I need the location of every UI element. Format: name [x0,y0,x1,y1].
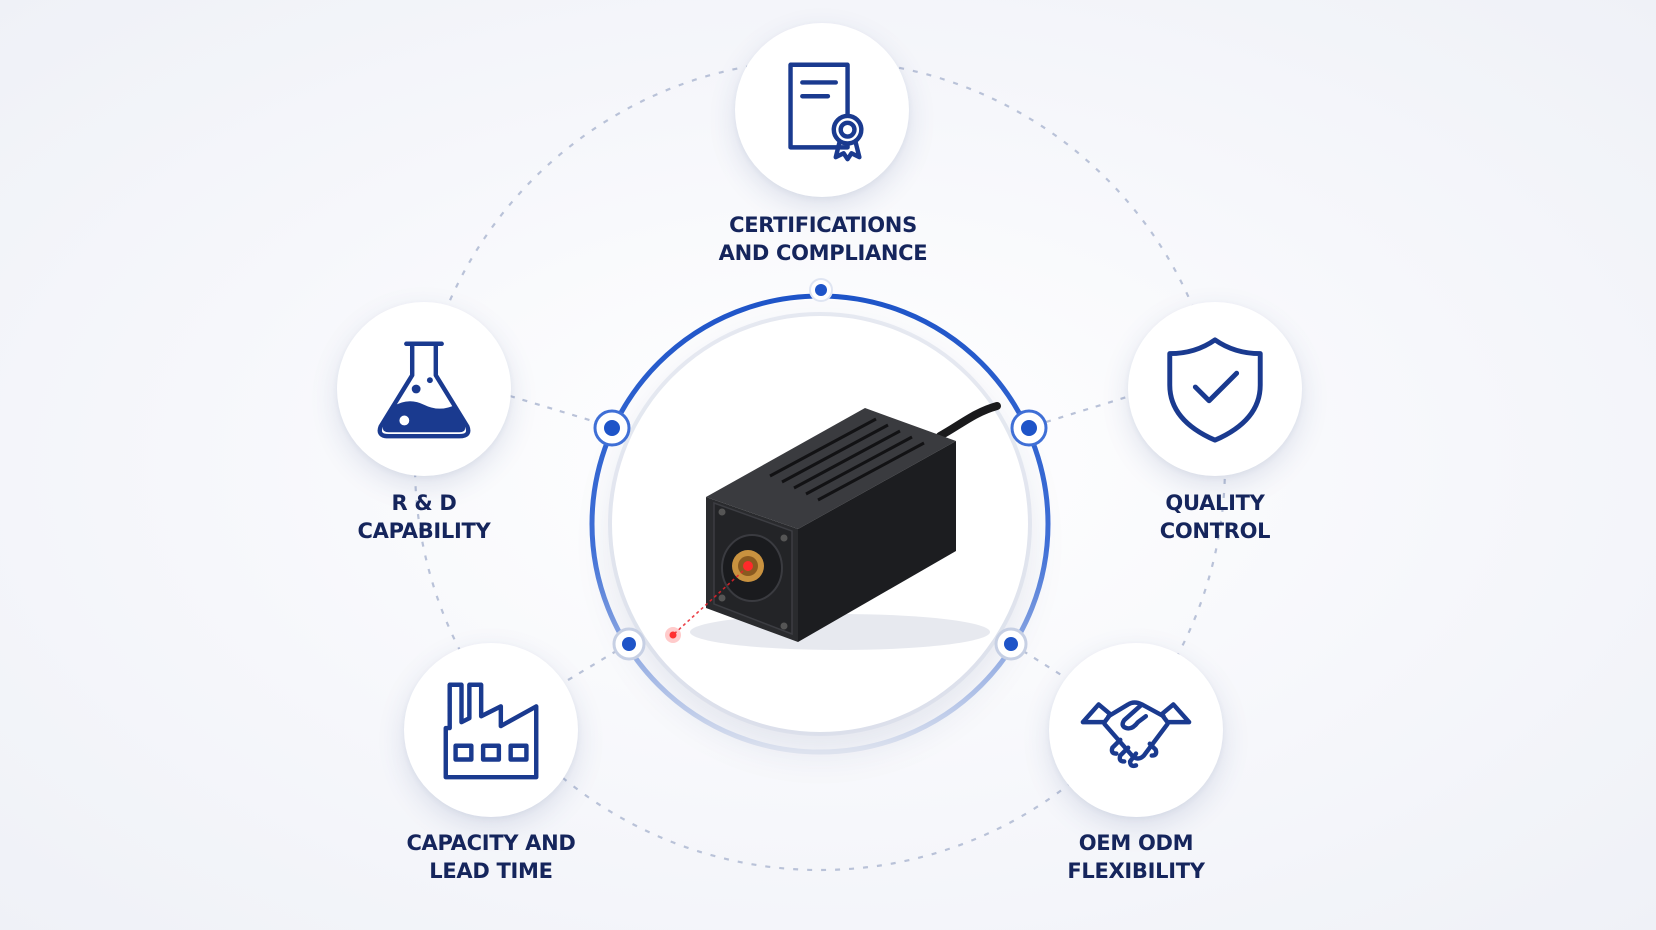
anchor-dot-right [1010,409,1048,447]
label-cap-line2: LEAD TIME [429,859,553,883]
anchor-dot-bottom-right [994,627,1028,661]
node-certifications [735,23,909,197]
label-rd-capability: R & D CAPABILITY [274,489,574,545]
node-capacity-lead-time [404,643,578,817]
flask-icon [377,341,471,439]
label-certifications: CERTIFICATIONS AND COMPLIANCE [673,211,973,267]
node-quality-control [1128,302,1302,476]
node-oem-odm-flexibility [1049,643,1223,817]
label-certifications-line1: CERTIFICATIONS [729,213,917,237]
anchor-dot-left [593,409,631,447]
label-oem-odm-flexibility: OEM ODM FLEXIBILITY [986,829,1286,885]
certificate-icon [788,62,864,162]
shield-check-icon [1167,337,1263,443]
label-capacity-lead-time: CAPACITY AND LEAD TIME [341,829,641,885]
label-rd-line1: R & D [391,491,457,515]
spoke-qc [1045,394,1131,424]
factory-icon [443,682,539,780]
label-rd-line2: CAPABILITY [357,519,491,543]
handshake-icon [1080,700,1192,769]
spoke-rd [509,394,597,424]
label-oem-line1: OEM ODM [1078,831,1194,855]
label-qc-line1: QUALITY [1165,491,1265,515]
label-qc-line2: CONTROL [1159,519,1271,543]
anchor-dot-bottom-left [612,627,646,661]
label-certifications-line2: AND COMPLIANCE [718,241,928,265]
node-rd-capability [337,302,511,476]
spoke-oem [1011,643,1067,679]
laser-module-icon [665,402,1001,650]
label-oem-line2: FLEXIBILITY [1067,859,1205,883]
anchor-dot-top [809,278,833,302]
label-quality-control: QUALITY CONTROL [1065,489,1365,545]
label-cap-line1: CAPACITY AND [406,831,576,855]
